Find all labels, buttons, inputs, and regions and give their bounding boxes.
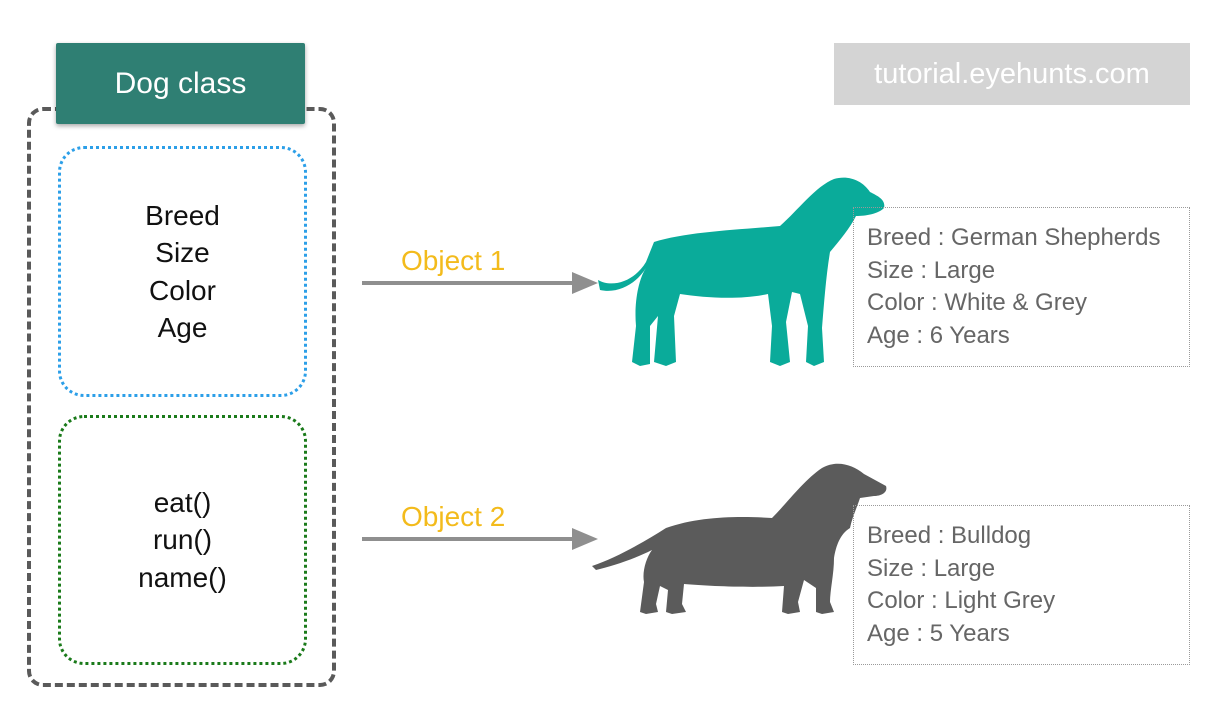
object-2-breed: Breed : Bulldog xyxy=(867,522,1032,549)
object-2-arrow xyxy=(362,528,598,550)
object-1-label: Object 1 xyxy=(401,245,506,276)
object-1-size: Size : Large xyxy=(867,256,996,284)
object-1-age: Age : 6 Years xyxy=(867,321,1010,349)
watermark-banner: tutorial.eyehunts.com xyxy=(834,43,1190,105)
object-2-info: Breed : Bulldog Size : Large Color : Lig… xyxy=(853,505,1190,665)
object-1-color: Color : White & Grey xyxy=(867,289,1088,316)
object-1-breed: Breed : German Shepherds xyxy=(867,224,1161,251)
methods-box: eat() run() name() xyxy=(58,415,307,665)
object-2-size: Size : Large xyxy=(867,554,996,582)
method-name: name() xyxy=(138,561,227,593)
object-1-info: Breed : German Shepherds Size : Large Co… xyxy=(853,207,1190,367)
object-2-color: Color : Light Grey xyxy=(867,587,1056,614)
dachshund-icon xyxy=(592,463,887,614)
method-eat: eat() xyxy=(153,486,212,518)
dog-standing-icon xyxy=(598,177,885,366)
object-2-label: Object 2 xyxy=(401,501,506,532)
attribute-age: Age xyxy=(157,312,208,343)
class-title: Dog class xyxy=(56,43,305,124)
attribute-color: Color xyxy=(149,274,216,306)
attributes-box: Breed Size Color Age xyxy=(58,146,307,397)
method-run: run() xyxy=(152,524,213,556)
attribute-breed: Breed xyxy=(145,199,220,231)
object-1-arrow xyxy=(362,272,598,294)
attribute-size: Size xyxy=(155,237,210,268)
object-2-age: Age : 5 Years xyxy=(867,619,1010,647)
